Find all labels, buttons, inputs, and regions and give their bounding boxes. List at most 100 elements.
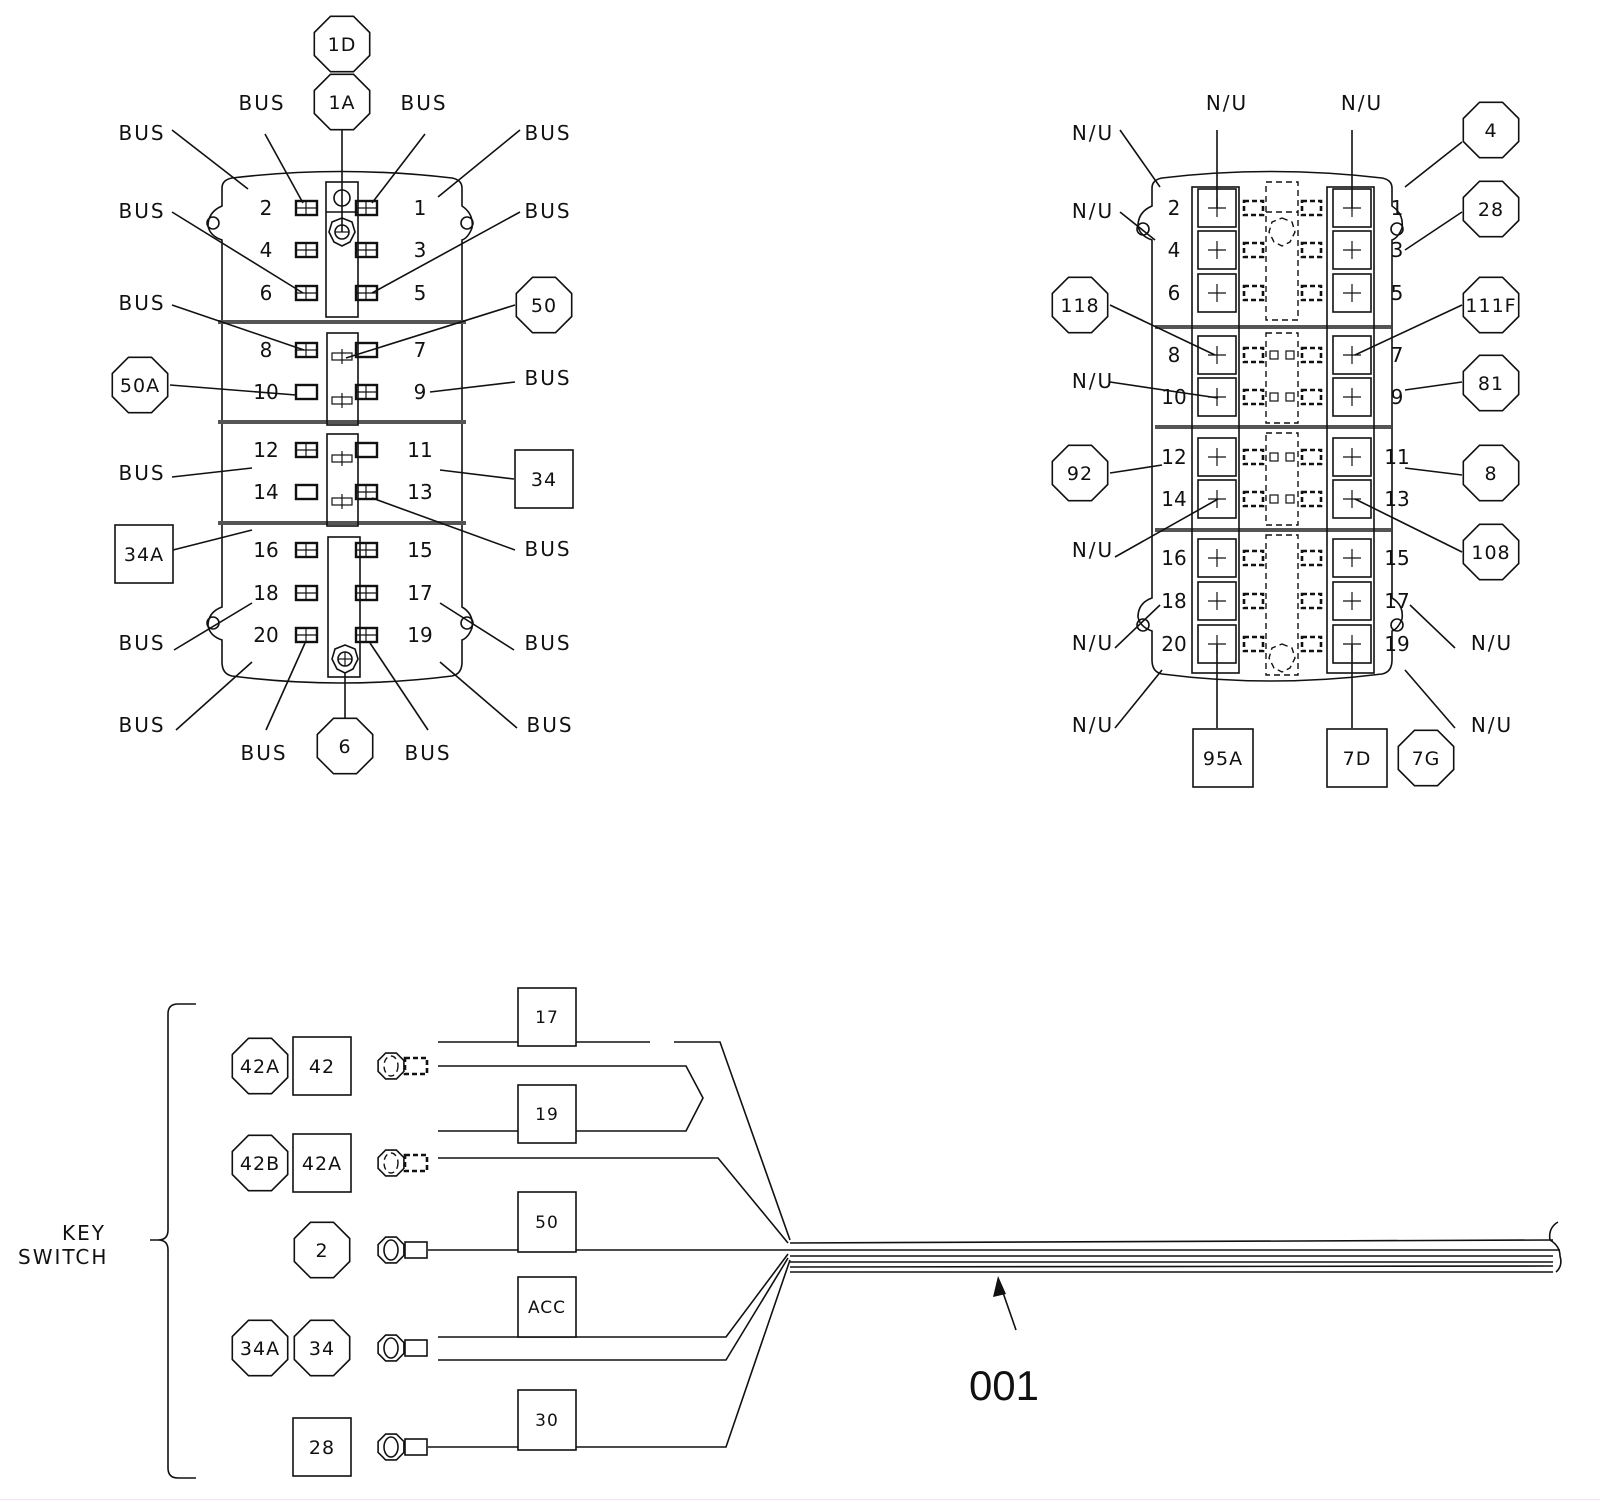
terminal-label: 18	[253, 581, 278, 605]
callout-108-to-13: 108	[1354, 498, 1520, 581]
callout-7g-to-19-pin: 7G	[1397, 729, 1455, 787]
callout-nu-to-4: N/U	[1072, 199, 1156, 241]
terminal-label: 8	[1168, 343, 1181, 367]
callout-nu-to-2-top: N/U	[1072, 121, 1161, 188]
dashed-pad	[1300, 592, 1323, 610]
terminal-block-17	[1332, 581, 1372, 621]
callout-bus-to-19-pin: BUS	[369, 642, 451, 765]
mount-hole	[1136, 222, 1150, 236]
leader-line	[1404, 211, 1463, 251]
callout-4-to-1: 4	[1404, 101, 1520, 188]
leader-line	[439, 602, 515, 651]
wire-tag-7d: 7D	[1326, 728, 1388, 788]
harness-part-number: 001	[969, 1362, 1039, 1409]
wire-tag-34a-text: 34A	[124, 544, 164, 566]
bus-label: BUS	[524, 537, 571, 561]
terminal-pad-1	[354, 199, 379, 217]
box-tag-shape	[1326, 728, 1388, 788]
wire-tag-95a: 95A	[1192, 728, 1254, 788]
mount-hole	[460, 216, 474, 230]
wire-label-text: ACC	[528, 1298, 566, 1318]
wire-tag-6-text: 6	[338, 736, 351, 758]
wire-label-19: 19	[517, 1084, 577, 1144]
leader-line	[429, 381, 516, 393]
terminal-label: 15	[407, 538, 432, 562]
not-used-label: N/U	[1471, 631, 1513, 655]
terminal-label: 6	[260, 281, 273, 305]
bus-label: BUS	[404, 741, 451, 765]
callout-bus-to-12: BUS	[118, 461, 253, 485]
leader-line	[1404, 467, 1463, 476]
arrow-icon	[993, 1276, 1006, 1297]
terminal-pad-6	[294, 284, 319, 302]
callout-28-to-3: 28	[1404, 180, 1520, 251]
terminal-label: 19	[407, 623, 432, 647]
dashed-pad	[1300, 388, 1323, 406]
wire-tag-6: 6	[316, 717, 374, 775]
terminal-label: 20	[253, 623, 278, 647]
terminal-label: 8	[260, 338, 273, 362]
terminal-label: 12	[1161, 445, 1186, 469]
ring-terminal-icon	[377, 1433, 428, 1461]
bus-label: BUS	[118, 461, 165, 485]
octagon-tag-shape	[1462, 101, 1520, 159]
leader-line	[171, 304, 305, 351]
callout-nu-to-14: N/U	[1072, 498, 1219, 562]
terminal-column	[1326, 186, 1375, 674]
wire-tag-1d-text: 1D	[328, 34, 357, 56]
mount-hole	[1136, 618, 1150, 632]
terminal-label: 7	[1391, 343, 1404, 367]
box-tag-shape	[292, 1133, 352, 1193]
dashed-pad	[1242, 199, 1265, 217]
terminal-pad-5	[354, 284, 379, 302]
wire-tag-111f-text: 111F	[1465, 295, 1516, 317]
callout-nu-to-2-pin: N/U	[1206, 91, 1246, 115]
fuse-clip	[1269, 350, 1279, 360]
terminal-pad-16	[294, 541, 319, 559]
key-switch-label-line1: KEY	[62, 1221, 106, 1245]
not-used-label: N/U	[1072, 713, 1114, 737]
terminal-pad-13	[354, 483, 379, 501]
terminal-block-18	[1197, 581, 1237, 621]
wire-tag-118: 118	[1051, 276, 1109, 334]
callout-92-to-12: 92	[1051, 444, 1163, 502]
octagon-tag-shape	[313, 73, 371, 131]
octagon-tag-shape	[515, 276, 573, 334]
fuse-clip	[1269, 392, 1279, 402]
terminal-label: 1	[414, 196, 427, 220]
wire-tag-8-text: 8	[1484, 463, 1497, 485]
octagon-tag-shape	[313, 15, 371, 73]
bus-label: BUS	[524, 121, 571, 145]
leader-line	[175, 661, 253, 731]
octagon-tag-shape	[1051, 276, 1109, 334]
bus-label: BUS	[118, 713, 165, 737]
terminal-label: 14	[1161, 487, 1186, 511]
terminal-pad-20	[294, 626, 319, 644]
octagon-tag-shape	[231, 1319, 289, 1377]
wire-tag-50: 50	[515, 276, 573, 334]
right-panel-body	[1137, 170, 1404, 682]
terminal-pad-18	[294, 584, 319, 602]
octagon-tag-shape	[1462, 180, 1520, 238]
leader-line	[371, 211, 521, 294]
octagon-tag-shape	[1462, 276, 1520, 334]
terminal-label: 17	[1384, 589, 1409, 613]
leader-line	[371, 497, 516, 551]
wire-tag-1a-text: 1A	[328, 92, 355, 114]
terminal-label: 16	[1161, 546, 1186, 570]
terminal-label: 1	[1391, 196, 1404, 220]
leader-line	[1404, 381, 1463, 391]
wire-label-text: 19	[535, 1105, 559, 1125]
terminal-label: 2	[1168, 196, 1181, 220]
leader-line	[1114, 604, 1161, 649]
callout-34-to-11: 34	[439, 449, 574, 509]
callout-bus-to-5: BUS	[371, 199, 570, 294]
box-tag-shape	[292, 1036, 352, 1096]
terminal-label: 20	[1161, 632, 1186, 656]
not-used-label: N/U	[1072, 631, 1114, 655]
dashed-pad	[1300, 199, 1323, 217]
wire-tag-108: 108	[1462, 523, 1520, 581]
terminal-block-8	[1197, 335, 1237, 375]
